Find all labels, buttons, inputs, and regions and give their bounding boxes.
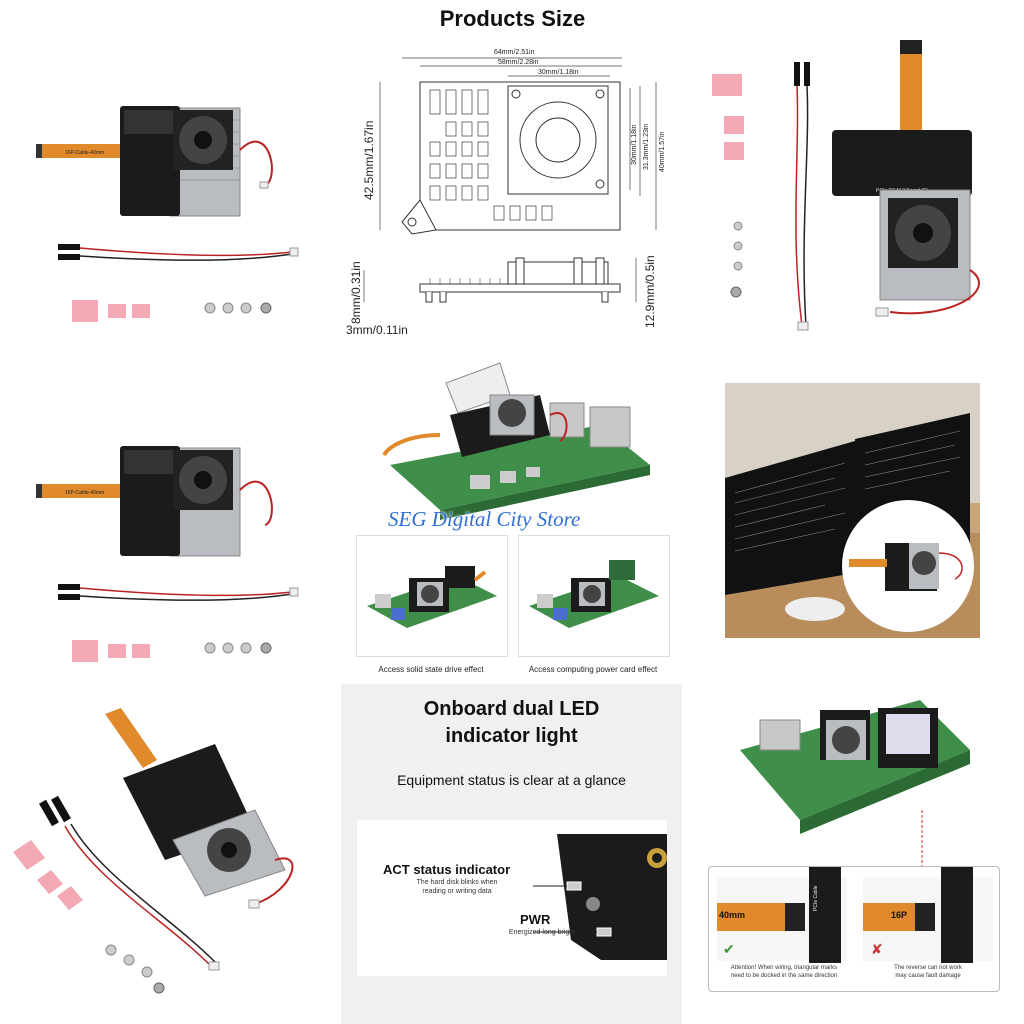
dim-width-fan: 30mm/1.18in: [538, 69, 579, 76]
card-board-illustration: [529, 560, 659, 628]
bad-icon: ✘: [871, 941, 883, 957]
store-watermark: SEG Digital City Store: [388, 507, 581, 531]
wiring-caption-right-1: The reverse can not work: [894, 965, 962, 971]
cable-label-2: 16P-Cable-40mm: [65, 490, 104, 496]
led-detail-card: ACT status indicator The hard disk blink…: [357, 820, 667, 976]
kit-photo-1: 16P-Cable-40mm: [20, 80, 320, 340]
act-desc-2: reading or writing data: [422, 888, 492, 895]
wiring-caption-right-2: may cause fault damage: [895, 973, 961, 979]
led-title-line2: indicator light: [445, 725, 578, 747]
kit-photo-2: PCIe TO M.2 Board (C): [700, 30, 1000, 340]
kit-illustration: 16P-Cable-40mm: [36, 106, 299, 322]
effect-panel-ssd: [356, 535, 508, 657]
kit-illustration-angled: [13, 708, 294, 994]
cable-label: 16P-Cable-40mm: [65, 150, 104, 156]
effect-caption-ssd: Access solid state drive effect: [378, 665, 484, 674]
kit-photo-3: 16P-Cable-40mm: [20, 420, 320, 680]
led-board-illustration: [533, 834, 667, 960]
ssd-board-illustration: [367, 566, 497, 628]
assembly-panel: SEG Digital City Store Access solid stat…: [350, 355, 680, 680]
kit-illustration-alt: PCIe TO M.2 Board (C): [712, 40, 980, 331]
monitor-scene: [725, 383, 980, 638]
pcie-label-left: PCIe Cable: [813, 885, 819, 911]
dim-width-holes: 58mm/2.28in: [498, 59, 539, 66]
wiring-caption-left-2: need to be docked in the same direction: [730, 973, 838, 979]
led-panel: Onboard dual LED indicator light Equipme…: [341, 684, 682, 1024]
effect-panel-card: [518, 535, 670, 657]
dimension-drawing: 64mm/2.51in 58mm/2.28in 30mm/1.18in: [346, 49, 666, 337]
assembled-board-illustration: [382, 362, 650, 520]
wiring-compare-illustration: [717, 867, 993, 963]
wiring-board-illustration: [740, 700, 970, 866]
pwr-desc: Energized long bright: [508, 929, 576, 936]
dim-side-height: 12.9mm/0.5in: [643, 255, 657, 328]
wiring-right-len: 16P: [891, 910, 908, 920]
dim-hole-height: 31.3mm/1.23in: [643, 124, 650, 170]
act-desc-1: The hard disk blinks when: [416, 879, 498, 886]
act-label: ACT status indicator: [383, 862, 511, 877]
wiring-caption-left-1: Attention! When wiring, triangular marks: [730, 965, 838, 971]
wiring-left-len: 40mm: [719, 910, 746, 920]
monitor-photo: [725, 383, 980, 638]
pwr-label: PWR: [520, 912, 551, 927]
led-title-line1: Onboard dual LED: [423, 698, 600, 720]
wiring-panel: 40mm 16P PCIe Cable ✔ ✘ Attention! When …: [700, 690, 1010, 1000]
dim-body-height: 40mm/1.57in: [659, 131, 666, 172]
dim-height-overall: 42.5mm/1.67in: [362, 121, 376, 200]
dim-foot: 8mm/0.31in: [349, 261, 363, 324]
dim-base: 3mm/0.11in: [346, 323, 408, 337]
products-size-panel: Products Size 64mm/2.51in 58mm/2.28in 30…: [340, 0, 685, 345]
kit-illustration-repeat: 16P-Cable-40mm: [36, 446, 299, 662]
ok-icon: ✔: [723, 941, 735, 957]
products-size-title: Products Size: [439, 6, 586, 31]
dim-fan-height: 30mm/1.18in: [631, 124, 638, 165]
wiring-compare-box: 40mm 16P PCIe Cable ✔ ✘ Attention! When …: [708, 866, 1000, 992]
effect-caption-card: Access computing power card effect: [528, 665, 658, 674]
led-subtitle: Equipment status is clear at a glance: [397, 772, 626, 788]
dim-width-overall: 64mm/2.51in: [494, 49, 535, 56]
kit-photo-4: [5, 700, 325, 1000]
